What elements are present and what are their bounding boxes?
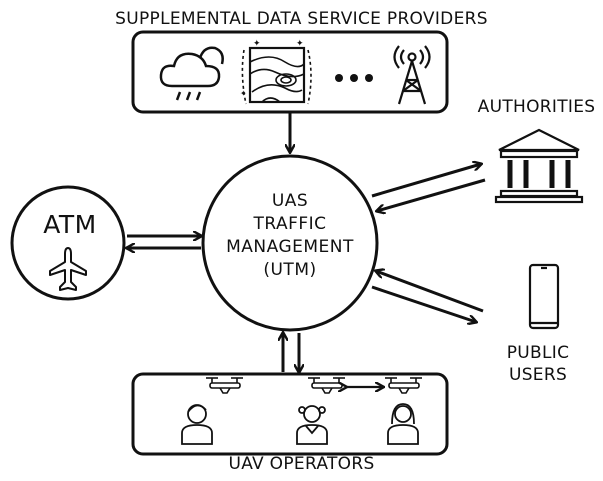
svg-text:✦: ✦ — [296, 39, 304, 49]
utm-label-line3: MANAGEMENT — [226, 237, 354, 257]
drone-icon — [385, 377, 422, 394]
sdsp-box — [131, 30, 449, 114]
drone-icon — [206, 377, 243, 394]
person-icon — [296, 405, 328, 445]
authorities-label: AUTHORITIES — [477, 97, 596, 117]
uav-operators-label: UAV OPERATORS — [228, 454, 375, 474]
arrow-utm-to-authorities — [371, 164, 481, 198]
svg-text:✦: ✦ — [253, 39, 261, 49]
utm-label-line1: UAS — [271, 191, 309, 211]
utm-label-line4: (UTM) — [263, 260, 317, 280]
smartphone-icon — [528, 263, 560, 330]
arrow-authorities-to-utm — [377, 178, 486, 211]
utm-label: UAS TRAFFIC MANAGEMENT (UTM) — [205, 190, 375, 282]
topographic-map-icon: ✦ ✦ ✦ — [240, 39, 312, 105]
person-icon — [387, 403, 419, 445]
utm-circle — [201, 154, 379, 332]
airplane-icon — [49, 247, 87, 291]
public-users-label: PUBLIC USERS — [488, 342, 588, 386]
more-dots-icon — [335, 74, 373, 82]
arrow-utm-to-public — [371, 285, 476, 322]
government-building-icon — [494, 128, 584, 204]
person-icon — [181, 404, 213, 445]
radio-tower-icon — [393, 45, 431, 105]
public-users-label-line1: PUBLIC — [506, 343, 570, 363]
public-users-label-line2: USERS — [508, 365, 568, 385]
atm-label: ATM — [43, 210, 97, 239]
uav-operators-box — [131, 372, 449, 456]
svg-text:✦: ✦ — [240, 89, 247, 98]
sdsp-label: SUPPLEMENTAL DATA SERVICE PROVIDERS — [115, 9, 488, 29]
arrow-public-to-utm — [376, 271, 484, 313]
atm-circle — [10, 185, 126, 301]
utm-label-line2: TRAFFIC — [253, 214, 327, 234]
weather-icon — [159, 46, 224, 101]
